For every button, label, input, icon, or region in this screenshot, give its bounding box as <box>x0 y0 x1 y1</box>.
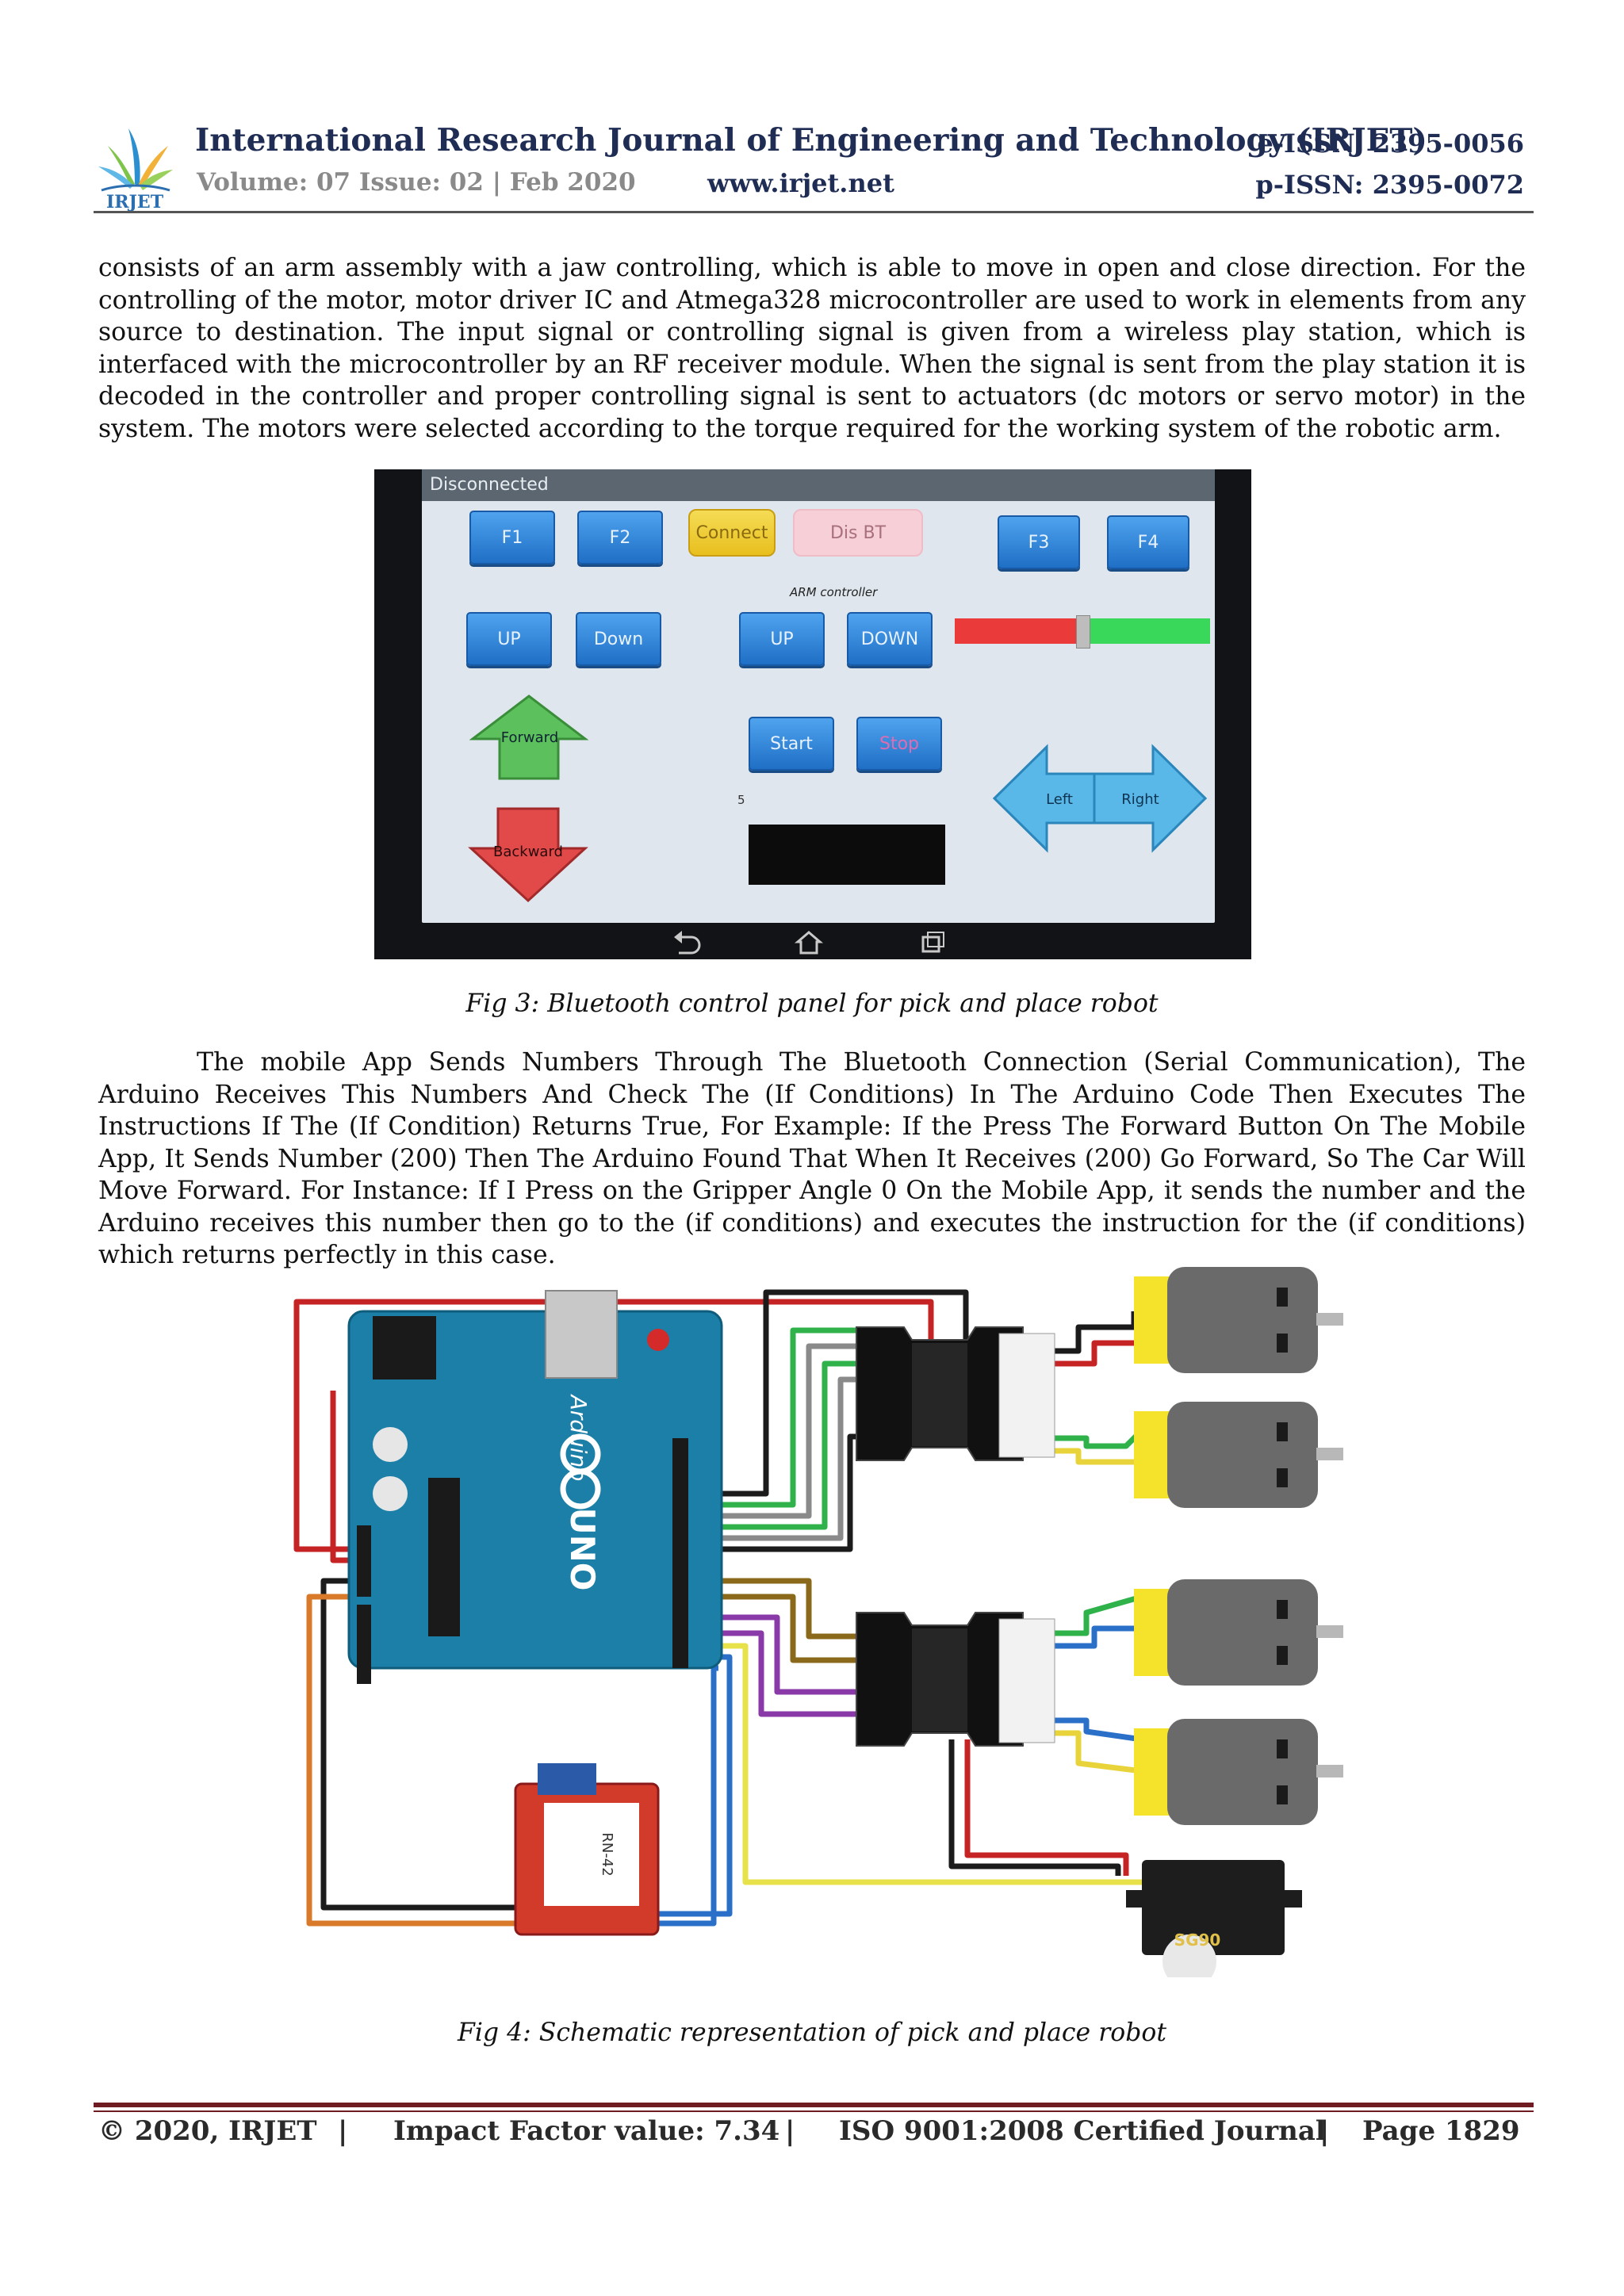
figure-3-caption: Fig 3: Bluetooth control panel for pick … <box>465 989 1159 1018</box>
up-button-left[interactable]: UP <box>466 612 552 666</box>
svg-text:Left: Left <box>1046 791 1073 808</box>
dc-motor-2 <box>1134 1402 1343 1508</box>
arm-controller-label: ARM controller <box>790 585 878 599</box>
f2-button[interactable]: F2 <box>577 511 663 564</box>
figure-4-caption: Fig 4: Schematic representation of pick … <box>457 2019 1167 2047</box>
slider-track-remaining <box>1082 618 1210 644</box>
connect-button[interactable]: Connect <box>688 509 776 557</box>
footer-page-number: Page 1829 <box>1362 2115 1520 2147</box>
figure-3-control-panel: Disconnected F1 F2 Connect Dis BT F3 F4 … <box>374 469 1251 959</box>
svg-text:UNO: UNO <box>563 1508 602 1591</box>
dc-motor-1 <box>1134 1267 1343 1373</box>
dc-motor-3 <box>1134 1579 1343 1686</box>
bluetooth-module: RN-42 <box>514 1763 660 1936</box>
connection-status: Disconnected <box>422 469 1215 501</box>
backward-arrow-button[interactable]: Backward <box>468 806 588 904</box>
dc-motor-4 <box>1134 1719 1343 1825</box>
gripper-slider[interactable] <box>955 615 1210 649</box>
home-icon[interactable] <box>794 931 824 955</box>
android-nav-bar <box>674 931 944 955</box>
f1-button[interactable]: F1 <box>469 511 555 564</box>
start-button[interactable]: Start <box>749 717 834 771</box>
footer-separator: | <box>338 2115 348 2147</box>
page-footer: © 2020, IRJET | Impact Factor value: 7.3… <box>98 2115 1534 2160</box>
pissn: p-ISSN: 2395-0072 <box>1255 170 1524 200</box>
footer-copyright: © 2020, IRJET <box>98 2115 317 2147</box>
footer-divider-thick <box>94 2103 1534 2107</box>
display-panel <box>749 825 945 885</box>
forward-arrow-button[interactable]: Forward <box>469 693 588 782</box>
disconnect-bt-button[interactable]: Dis BT <box>793 509 923 557</box>
right-arrow-button[interactable]: Right <box>1091 744 1208 853</box>
stop-button[interactable]: Stop <box>856 717 942 771</box>
paragraph-intro: consists of an arm assembly with a jaw c… <box>98 254 1526 443</box>
f3-button[interactable]: F3 <box>998 515 1080 569</box>
f4-button[interactable]: F4 <box>1107 515 1189 569</box>
down-button-arm[interactable]: DOWN <box>847 612 933 666</box>
figure-4-schematic: UNO Arduino RN-42 <box>293 1267 1343 1977</box>
footer-separator: | <box>1320 2115 1330 2147</box>
value-label: 5 <box>737 793 745 807</box>
journal-url[interactable]: www.irjet.net <box>707 168 894 198</box>
page-header: IRJET International Research Journal of … <box>94 117 1534 214</box>
motor-driver-top <box>856 1326 1055 1461</box>
paragraph-app-description: The mobile App Sends Numbers Through The… <box>98 1048 1526 1269</box>
journal-title: International Research Journal of Engine… <box>195 122 1427 159</box>
footer-divider-thin <box>94 2110 1534 2112</box>
slider-thumb[interactable] <box>1076 615 1090 649</box>
footer-separator: | <box>785 2115 795 2147</box>
slider-track-filled <box>955 618 1082 644</box>
motor-driver-bottom <box>856 1612 1055 1747</box>
app-screen: Disconnected F1 F2 Connect Dis BT F3 F4 … <box>422 469 1215 923</box>
recent-apps-icon[interactable] <box>921 932 944 953</box>
svg-text:IRJET: IRJET <box>106 192 164 211</box>
svg-text:Right: Right <box>1121 791 1159 808</box>
svg-text:Forward: Forward <box>501 729 558 746</box>
arduino-uno-board: UNO Arduino <box>347 1290 723 1684</box>
svg-text:RN-42: RN-42 <box>599 1832 615 1876</box>
arduino-infinity-icon <box>560 1433 601 1510</box>
up-button-arm[interactable]: UP <box>739 612 825 666</box>
down-button-left[interactable]: Down <box>576 612 661 666</box>
volume-issue: Volume: 07 Issue: 02 | Feb 2020 <box>197 168 636 197</box>
irjet-logo: IRJET <box>98 128 173 211</box>
servo-motor: SG90 <box>1126 1860 1302 1977</box>
header-divider <box>94 211 1534 213</box>
footer-impact-factor: Impact Factor value: 7.34 <box>393 2115 780 2147</box>
footer-iso: ISO 9001:2008 Certified Journal <box>839 2115 1326 2147</box>
back-icon[interactable] <box>674 931 701 955</box>
svg-text:SG90: SG90 <box>1174 1931 1221 1950</box>
svg-text:Backward: Backward <box>493 844 563 860</box>
eissn: e-ISSN: 2395-0056 <box>1257 128 1524 159</box>
